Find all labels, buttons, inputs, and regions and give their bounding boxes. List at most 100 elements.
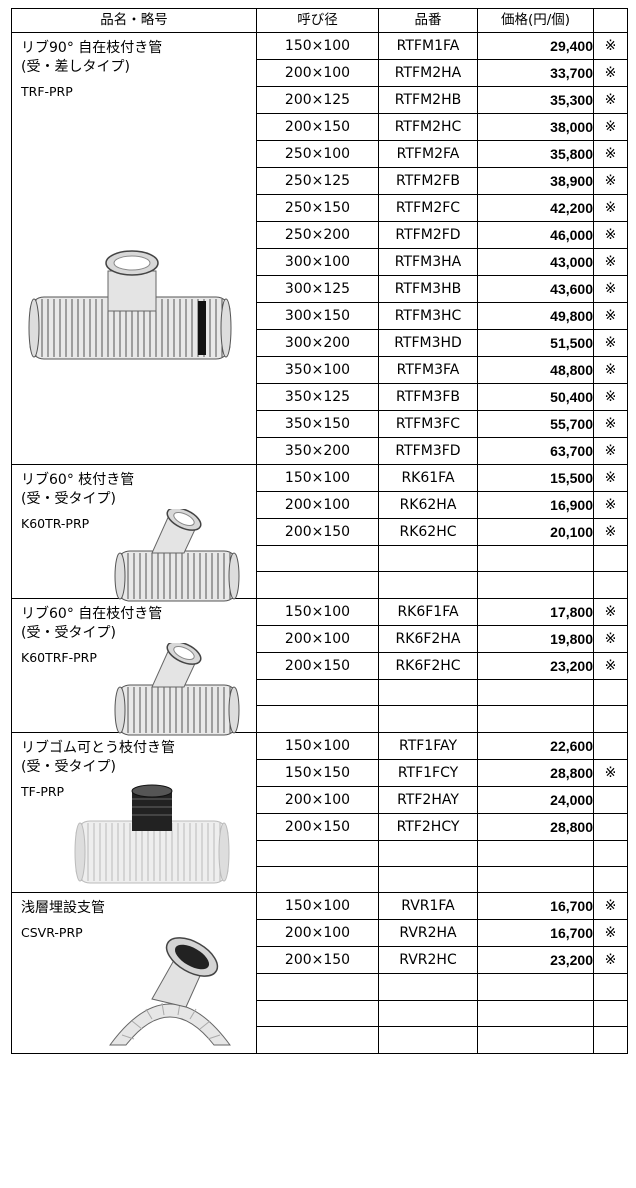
nominal-size-cell: 300×200 <box>256 329 379 357</box>
part-number-cell: RK6F1FA <box>378 597 478 626</box>
nominal-size-cell: 200×150 <box>256 812 379 841</box>
part-number-cell: RK62HA <box>378 491 478 519</box>
nominal-size-cell <box>256 678 379 707</box>
product-name: 浅層埋設支管 <box>21 900 105 917</box>
price-cell <box>477 839 594 867</box>
nominal-size-cell <box>256 1026 379 1054</box>
price-cell: 16,700 <box>477 919 594 948</box>
nominal-size-cell: 350×150 <box>256 410 379 438</box>
note-mark-cell: ※ <box>593 491 628 519</box>
straight-tee-pipe-icon <box>28 250 232 360</box>
nominal-size-cell: 150×100 <box>256 32 379 60</box>
note-mark-cell <box>593 678 628 707</box>
note-mark-cell: ※ <box>593 59 628 87</box>
note-mark-cell <box>593 571 628 599</box>
nominal-size-cell: 200×150 <box>256 113 379 141</box>
part-number-cell: RK61FA <box>378 464 478 492</box>
price-cell: 16,900 <box>477 491 594 519</box>
price-cell: 15,500 <box>477 464 594 492</box>
nominal-size-cell: 300×100 <box>256 248 379 276</box>
price-cell: 42,200 <box>477 194 594 222</box>
part-number-cell: RTFM3HA <box>378 248 478 276</box>
part-number-cell <box>378 544 478 573</box>
note-mark-cell: ※ <box>593 624 628 653</box>
nominal-size-cell: 200×100 <box>256 59 379 87</box>
price-cell: 35,300 <box>477 86 594 114</box>
nominal-size-cell: 150×100 <box>256 464 379 492</box>
nominal-size-cell: 350×100 <box>256 356 379 384</box>
product-cell: リブ60° 自在枝付き管(受・受タイプ)K60TRF-PRP <box>11 597 257 736</box>
price-cell: 19,800 <box>477 624 594 653</box>
part-number-cell <box>378 865 478 894</box>
product-type: (受・差しタイプ) <box>21 59 130 75</box>
price-cell: 29,400 <box>477 32 594 60</box>
price-cell: 38,900 <box>477 167 594 195</box>
note-mark-cell: ※ <box>593 329 628 357</box>
price-table: 品名・略号 呼び径 品番 価格(円/個) リブ90° 自在枝付き管(受・差しタイ… <box>11 8 628 1054</box>
product-abbrev: K60TR-PRP <box>21 516 90 531</box>
price-cell: 63,700 <box>477 437 594 465</box>
price-cell <box>477 999 594 1028</box>
price-cell: 28,800 <box>477 812 594 841</box>
price-cell: 20,100 <box>477 518 594 546</box>
part-number-cell: RTFM2HB <box>378 86 478 114</box>
nominal-size-cell: 150×100 <box>256 597 379 626</box>
part-number-cell <box>378 839 478 867</box>
note-mark-cell: ※ <box>593 302 628 330</box>
price-cell: 22,600 <box>477 731 594 760</box>
note-mark-cell: ※ <box>593 221 628 249</box>
product-cell: リブ60° 枝付き管(受・受タイプ)K60TR-PRP <box>11 464 257 602</box>
nominal-size-cell: 300×150 <box>256 302 379 330</box>
part-number-cell: RTFM3HD <box>378 329 478 357</box>
part-number-cell: RTF2HCY <box>378 812 478 841</box>
price-cell: 35,800 <box>477 140 594 168</box>
note-mark-cell: ※ <box>593 248 628 276</box>
price-cell: 17,800 <box>477 597 594 626</box>
part-number-cell: RTFM3HC <box>378 302 478 330</box>
note-mark-cell <box>593 999 628 1028</box>
product-abbrev: CSVR-PRP <box>21 925 83 941</box>
product-abbrev: TRF-PRP <box>21 84 73 99</box>
part-number-cell: RTFM3FB <box>378 383 478 411</box>
note-mark-cell <box>593 705 628 733</box>
part-number-cell: RTF1FAY <box>378 731 478 760</box>
part-number-cell: RTFM2HC <box>378 113 478 141</box>
note-mark-cell: ※ <box>593 597 628 626</box>
price-cell: 24,000 <box>477 785 594 814</box>
price-cell: 49,800 <box>477 302 594 330</box>
table-row <box>12 839 628 867</box>
price-cell <box>477 973 594 1001</box>
nominal-size-cell: 200×150 <box>256 946 379 975</box>
note-mark-cell: ※ <box>593 32 628 60</box>
angled-branch-pipe-icon <box>114 509 240 602</box>
price-cell <box>477 571 594 599</box>
price-cell: 43,000 <box>477 248 594 276</box>
note-mark-cell <box>593 544 628 573</box>
product-cell: リブゴム可とう枝付き管(受・受タイプ)TF-PRP <box>11 731 257 894</box>
note-mark-cell: ※ <box>593 946 628 975</box>
header-size: 呼び径 <box>256 8 379 33</box>
nominal-size-cell <box>256 705 379 733</box>
part-number-cell <box>378 999 478 1028</box>
note-mark-cell: ※ <box>593 464 628 492</box>
part-number-cell: RVR1FA <box>378 892 478 921</box>
shallow-saddle-branch-pipe-icon <box>109 937 231 1046</box>
part-number-cell <box>378 705 478 733</box>
part-number-cell: RVR2HC <box>378 946 478 975</box>
note-mark-cell: ※ <box>593 892 628 921</box>
note-mark-cell: ※ <box>593 919 628 948</box>
nominal-size-cell: 200×100 <box>256 919 379 948</box>
table-row <box>12 999 628 1028</box>
part-number-cell: RTF2HAY <box>378 785 478 814</box>
note-mark-cell <box>593 865 628 894</box>
